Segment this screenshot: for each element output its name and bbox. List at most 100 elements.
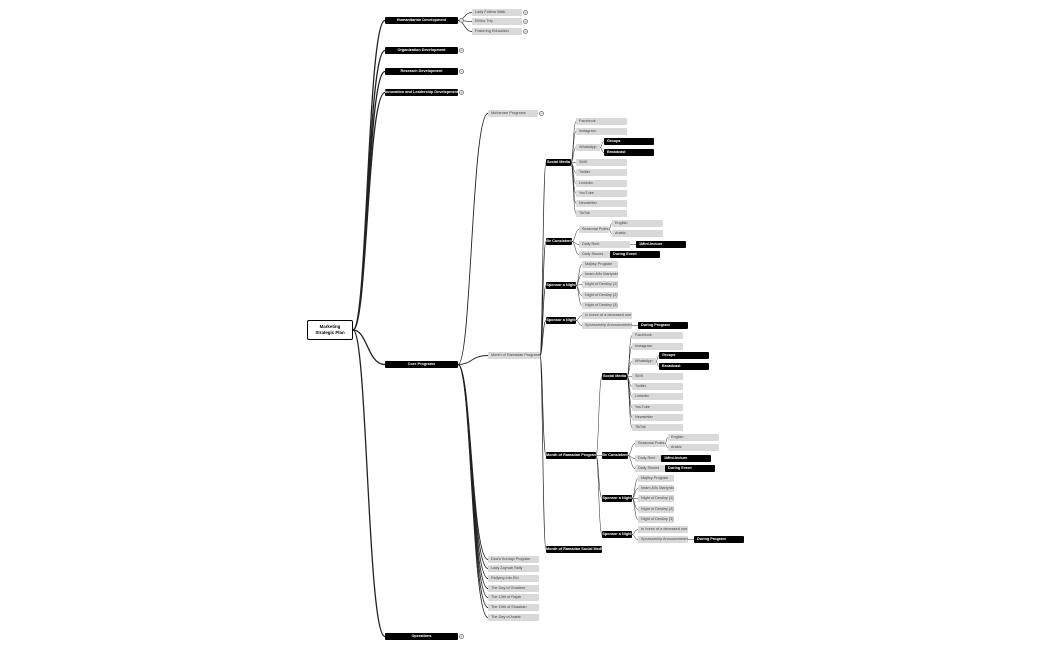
connector [457,113,489,365]
node-sm1-broadcast[interactable]: Broadcast [604,149,654,156]
expand-toggle-humanitarian-icon[interactable]: + [459,18,464,23]
node-sn2-announcement[interactable]: Sponsorship Announcement [582,322,632,329]
root-node[interactable]: Marketing Strategic Plan [307,320,353,340]
expand-toggle-ethics-trip-icon[interactable]: + [523,19,528,24]
node-core-programs[interactable]: Core Programs [385,361,458,368]
expand-toggle-muharram-icon[interactable]: + [539,111,544,116]
node-lady-zaynab[interactable]: Lady Zaynab Rally [488,565,539,572]
connector [626,376,633,428]
node-sm1-twitter[interactable]: Twitter [576,169,627,176]
node-sponsor-a-night-2[interactable]: Sponsor a Night [546,317,576,324]
node-sn4-during-program[interactable]: During Program [694,536,744,543]
expand-toggle-fostering-icon[interactable]: + [523,29,528,34]
node-sn3-imam-ali[interactable]: Imam Ali's Martyrdom [638,485,674,492]
connector [570,131,577,163]
node-sn1-night-1[interactable]: Night of Destiny (1) [582,281,618,288]
node-13th-rajab[interactable]: The 13th of Rajab [488,594,539,601]
connector [539,355,547,456]
connector [631,534,639,540]
node-bc2-daily-stories[interactable]: Daily Stories [635,465,686,472]
expand-toggle-innovation-icon[interactable]: + [459,90,464,95]
node-sm1-newsletter[interactable]: Newsletter [576,200,627,207]
node-day-of-ghadeer[interactable]: The Day of Ghadeer [488,585,539,592]
expand-toggle-organization-icon[interactable]: + [459,48,464,53]
node-day-of-arafat[interactable]: The Day of Arafat [488,614,539,621]
node-lady-fatima-walk[interactable]: Lady Fatima Walk [472,9,522,16]
node-innovation-leadership[interactable]: Innovation and Leadership Development [385,89,458,96]
node-sm2-linkedin[interactable]: LinkedIn [632,393,683,400]
node-sponsor-a-night-1[interactable]: Sponsor a Night [546,282,576,289]
connector [599,147,605,153]
node-sn4-in-honor[interactable]: In honor of a deceased one [638,526,688,533]
node-sm2-facebook[interactable]: Facebook [632,332,683,339]
node-sm1-instagram[interactable]: Instagram [576,128,627,135]
node-sn3-night-2[interactable]: Night of Destiny (2) [638,506,674,513]
node-sn2-in-honor[interactable]: In honor of a deceased one [582,312,632,319]
node-month-of-ramadan-social-media[interactable]: Month of Ramadan Social Media [546,546,602,553]
node-sn1-majlisy[interactable]: Majlisy Program [582,261,618,268]
node-bc2-mini-lecture[interactable]: 1Mini-lecture [661,455,711,462]
node-bc1-mini-lecture[interactable]: 1Mini-lecture [636,241,686,248]
node-fostering-education[interactable]: Fostering Education [472,28,522,35]
node-sm1-sms[interactable]: SMS [576,159,627,166]
node-social-media-2[interactable]: Social Media [602,373,627,380]
node-organization-development[interactable]: Organization Development [385,47,458,54]
node-rallying-into-eid[interactable]: Rallying Into Eid [488,575,539,582]
node-sn3-night-3[interactable]: Night of Destiny (3) [638,516,674,523]
node-humanitarian-development[interactable]: Humanitarian Development [385,17,458,24]
connector [575,320,583,326]
node-sm2-tiktok[interactable]: TikTok [632,424,683,431]
expand-toggle-research-icon[interactable]: + [459,69,464,74]
node-ethics-trip[interactable]: Ethics Trip [472,18,522,25]
node-month-of-ramadan-program[interactable]: Month of Ramadan Program [546,452,596,459]
node-bc1-seasonal-posts[interactable]: Seasonal Posts [579,226,609,233]
node-sm2-whatsapp[interactable]: WhatsApp [632,358,656,365]
node-sn2-during-program[interactable]: During Program [638,322,688,329]
node-sn3-night-1[interactable]: Night of Destiny (1) [638,495,674,502]
node-sn3-majlisy[interactable]: Majlisy Program [638,475,674,482]
node-sn1-imam-ali[interactable]: Imam Ali's Martyrdom [582,271,618,278]
node-sm1-whatsapp[interactable]: WhatsApp [576,144,600,151]
node-operations[interactable]: Operations [385,633,458,640]
node-sm1-tiktok[interactable]: TikTok [576,210,627,217]
node-sn4-announcement[interactable]: Sponsorship Announcement [638,536,688,543]
node-bc1-during-event[interactable]: During Event [610,251,660,258]
node-sm2-sms[interactable]: SMS [632,373,683,380]
node-sm2-broadcast[interactable]: Broadcast [659,363,709,370]
node-be-consistent-2[interactable]: Be Consistent [602,452,628,459]
node-month-of-ramadan-programs[interactable]: Month of Ramadan Programs [488,352,540,359]
node-social-media-1[interactable]: Social Media [546,159,571,166]
node-sm2-twitter[interactable]: Twitter [632,383,683,390]
node-bc1-english[interactable]: English [612,220,663,227]
node-sm2-groups[interactable]: Groups [659,352,709,359]
node-sm2-youtube[interactable]: YouTube [632,404,683,411]
connector [457,364,489,560]
node-muharram-programs[interactable]: Muharram Programs [488,110,538,117]
node-research-development[interactable]: Research Development [385,68,458,75]
node-sn1-night-3[interactable]: Night of Destiny (3) [582,302,618,309]
node-sponsor-a-night-4[interactable]: Sponsor a Night [602,531,632,538]
node-be-consistent-1[interactable]: Be Consistent [546,238,572,245]
node-sponsor-a-night-3[interactable]: Sponsor a Night [602,495,632,502]
node-sm1-groups[interactable]: Groups [604,138,654,145]
node-bc2-daily-reel[interactable]: Daily Reel [635,455,686,462]
expand-toggle-operations-icon[interactable]: + [459,634,464,639]
node-bc2-seasonal-posts[interactable]: Seasonal Posts [635,440,665,447]
node-sm1-youtube[interactable]: YouTube [576,190,627,197]
node-sn1-night-2[interactable]: Night of Destiny (2) [582,292,618,299]
node-bc1-daily-stories[interactable]: Daily Stories [579,251,630,258]
node-duaa-kumayl[interactable]: Dua'a Kumayl Program [488,556,539,563]
node-sm2-newsletter[interactable]: Newsletter [632,414,683,421]
expand-toggle-lady-fatima-icon[interactable]: + [523,10,528,15]
node-sm1-facebook[interactable]: Facebook [576,118,627,125]
node-bc2-during-event[interactable]: During Event [665,465,715,472]
connector [539,355,547,550]
node-15th-shaaban[interactable]: The 15th of Shaaban [488,604,539,611]
node-sm1-linkedin[interactable]: LinkedIn [576,180,627,187]
node-sm2-instagram[interactable]: Instagram [632,343,683,350]
node-bc2-arabic[interactable]: Arabic [668,444,719,451]
node-bc2-english[interactable]: English [668,434,719,441]
node-bc1-arabic[interactable]: Arabic [612,230,663,237]
node-bc1-daily-reel[interactable]: Daily Reel [579,241,630,248]
